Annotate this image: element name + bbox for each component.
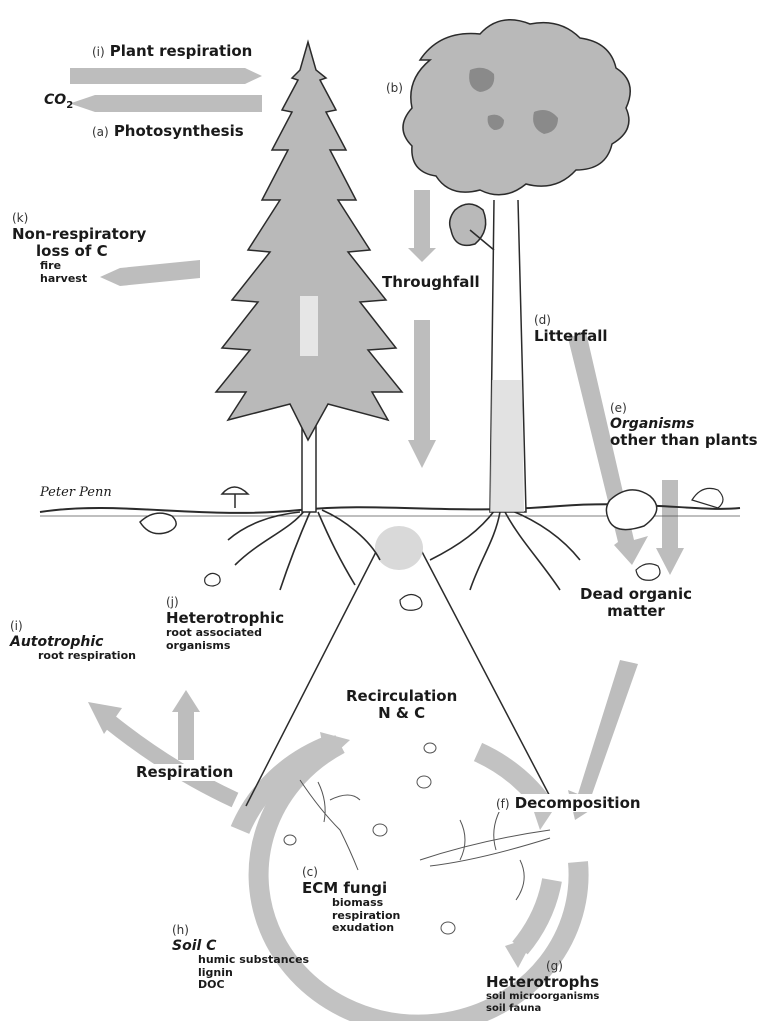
litterfall-tag: (d) [534,314,608,328]
organisms-line1: Organisms [610,416,758,432]
throughfall-arrows [408,190,436,468]
recirculation-line1: Recirculation [346,688,457,705]
heterotrophic-text: Heterotrophic [166,610,284,627]
ecm-item-exudation: exudation [302,922,400,935]
heterotrophic-tag: (j) [166,596,284,610]
non-respiratory-tag: (k) [12,212,146,226]
non-respiratory-line2: loss of C [12,243,146,260]
organisms-tag: (e) [610,402,758,416]
autotrophic-label: (i) Autotrophic root respiration [10,620,136,663]
plant-respiration-arrow [70,68,262,84]
respiration-label: Respiration [136,764,233,781]
autotrophic-sub: root respiration [10,650,136,663]
ecm-tag: (c) [302,866,400,880]
plant-respiration-label: (i) Plant respiration [92,42,252,60]
ecm-fungi-label: (c) ECM fungi biomass respiration exudat… [302,866,400,935]
soil-c-label: (h) Soil C humic substances lignin DOC [172,924,309,992]
heterotrophic-arrow [172,690,200,760]
autotrophic-tag: (i) [10,620,136,634]
heterotrophic-sub1: root associated [166,627,284,640]
plant-respiration-text: Plant respiration [110,42,253,60]
recirculation-line2: N & C [346,705,457,722]
soil-c-text: Soil C [172,938,309,954]
decomposition-text: Decomposition [515,794,641,812]
soil-c-item-humic: humic substances [172,954,309,967]
photosynthesis-arrow [70,95,262,112]
non-respiratory-line1: Non-respiratory [12,226,146,243]
photosynthesis-tag: (a) [92,125,109,139]
litterfall-label: (d) Litterfall [534,314,608,345]
co2-text: CO [44,92,66,108]
litterfall-text: Litterfall [534,328,608,345]
organisms-label: (e) Organisms other than plants [610,402,758,449]
autotrophic-arrow [88,702,235,800]
plant-respiration-tag: (i) [92,45,105,59]
ecm-item-biomass: biomass [302,897,400,910]
heterotrophic-label: (j) Heterotrophic root associated organi… [166,596,284,652]
organisms-arrow [656,480,684,575]
artist-signature: Peter Penn [40,486,112,501]
heterotrophs-text: Heterotrophs [486,974,599,991]
soil-c-tag: (h) [172,924,309,938]
heterotrophic-sub2: organisms [166,640,284,653]
dead-organic-line1: Dead organic [580,586,692,603]
soil-c-item-doc: DOC [172,979,309,992]
heterotrophs-label: (g) Heterotrophs soil microorganisms soi… [486,960,599,1014]
ecm-text: ECM fungi [302,880,400,897]
non-respiratory-item-harvest: harvest [12,273,146,286]
b-tag-label: (b) [386,82,403,96]
heterotrophs-item-microorganisms: soil microorganisms [486,991,599,1003]
recirculation-label: Recirculation N & C [346,688,457,723]
decomposition-tag: (f) [496,797,510,811]
autotrophic-text: Autotrophic [10,634,136,650]
photosynthesis-text: Photosynthesis [114,122,244,140]
organisms-line2: other than plants [610,432,758,449]
photosynthesis-label: (a) Photosynthesis [92,122,244,140]
soil-c-item-lignin: lignin [172,967,309,980]
co2-label: CO2 [44,90,73,112]
co2-subscript: 2 [66,100,73,111]
non-respiratory-label: (k) Non-respiratory loss of C fire harve… [12,212,146,286]
heterotrophs-tag: (g) [486,960,599,974]
dead-organic-label: Dead organic matter [580,586,692,621]
throughfall-label: Throughfall [382,274,480,291]
decomposition-label: (f) Decomposition [496,794,641,812]
spruce-tree [216,42,402,512]
heterotrophs-item-fauna: soil fauna [486,1003,599,1015]
dead-organic-line2: matter [580,603,692,620]
